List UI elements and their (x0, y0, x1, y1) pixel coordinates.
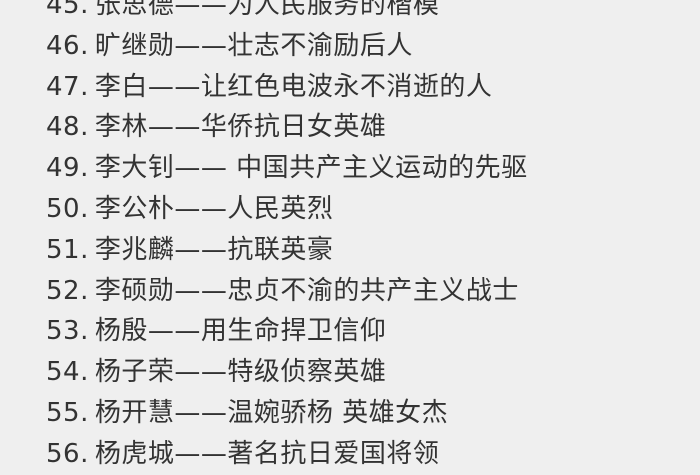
item-number: 46. (46, 30, 89, 61)
item-number: 55. (46, 397, 89, 428)
list-item: 47.李白——让红色电波永不消逝的人 (46, 67, 528, 108)
item-number: 50. (46, 193, 89, 224)
item-number: 54. (46, 357, 89, 388)
item-text: 李大钊—— 中国共产主义运动的先驱 (94, 153, 528, 184)
item-text: 杨虎城——著名抗日爱国将领 (94, 438, 440, 469)
list-item: 49.李大钊—— 中国共产主义运动的先驱 (46, 148, 528, 189)
item-text: 杨殷——用生命捍卫信仰 (94, 316, 387, 347)
item-text: 张思德——为人民服务的楷模 (94, 0, 440, 20)
item-text: 杨子荣——特级侦察英雄 (94, 357, 387, 388)
list-item: 53.杨殷——用生命捍卫信仰 (46, 311, 528, 352)
list-item: 46.旷继勋——壮志不渝励后人 (46, 26, 528, 67)
list-item: 45.张思德——为人民服务的楷模 (46, 0, 528, 26)
item-number: 51. (46, 234, 89, 265)
item-text: 旷继勋——壮志不渝励后人 (94, 30, 413, 61)
list-item: 52.李硕勋——忠贞不渝的共产主义战士 (46, 271, 528, 312)
item-text: 李白——让红色电波永不消逝的人 (94, 71, 493, 102)
item-text: 李公朴——人民英烈 (94, 193, 334, 224)
list-item: 48.李林——华侨抗日女英雄 (46, 107, 528, 148)
item-number: 53. (46, 316, 89, 347)
item-number: 45. (46, 0, 89, 20)
item-text: 李兆麟——抗联英豪 (94, 234, 334, 265)
list-item: 50.李公朴——人民英烈 (46, 189, 528, 230)
item-text: 李林——华侨抗日女英雄 (94, 112, 387, 143)
item-number: 48. (46, 112, 89, 143)
item-text: 李硕勋——忠贞不渝的共产主义战士 (94, 275, 519, 306)
item-text: 杨开慧——温婉骄杨 英雄女杰 (94, 397, 449, 428)
list-item: 55.杨开慧——温婉骄杨 英雄女杰 (46, 393, 528, 434)
list-item: 54.杨子荣——特级侦察英雄 (46, 352, 528, 393)
list-item: 51.李兆麟——抗联英豪 (46, 230, 528, 271)
item-number: 52. (46, 275, 89, 306)
item-number: 56. (46, 438, 89, 469)
item-number: 49. (46, 153, 89, 184)
item-number: 47. (46, 71, 89, 102)
list-item: 56.杨虎城——著名抗日爱国将领 (46, 434, 528, 475)
